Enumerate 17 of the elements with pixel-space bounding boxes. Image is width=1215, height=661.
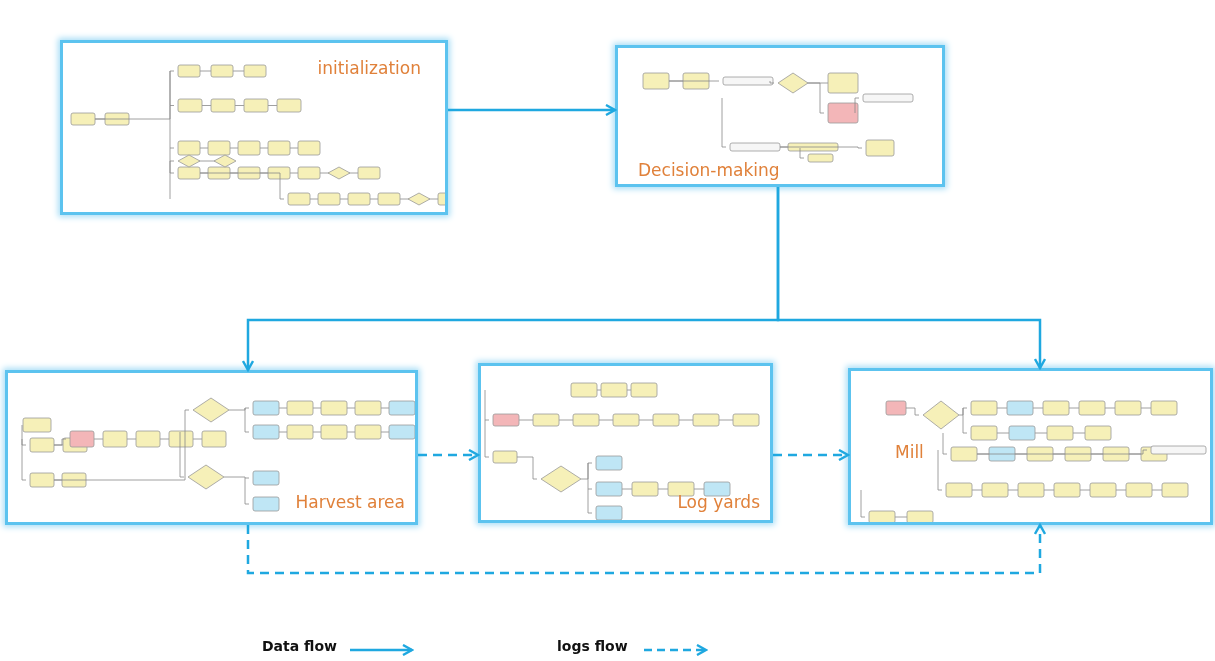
flowchart-panel [615,45,945,187]
dashed-arrow [773,448,850,462]
arrow [448,103,617,117]
legend-label: logs flow [557,638,628,654]
arrow [776,187,1047,370]
panel-title: Harvest area [295,493,405,512]
panel-title: Log yards [677,493,760,512]
flowchart-panel [478,363,773,523]
panel-title: Decision-making [638,161,780,180]
legend-label: Data flow [262,638,337,654]
panel-title: Mill [895,443,924,462]
flowchart-panel [60,40,448,215]
panel-title: initialization [317,59,421,78]
dashed-arrow [418,448,480,462]
flowchart-panel [848,368,1213,525]
flowchart-panel [5,370,418,525]
dashed-arrow [246,523,1047,575]
